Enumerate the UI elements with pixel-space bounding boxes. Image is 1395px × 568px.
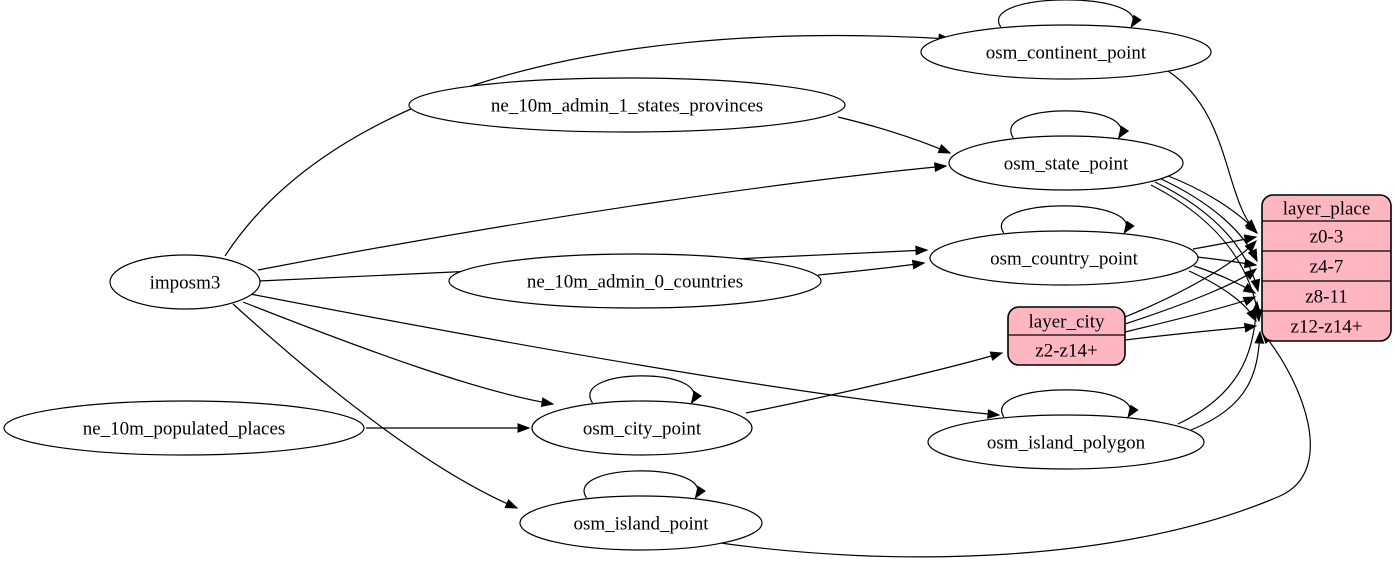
edge-layer_city-layer_place-z0-3	[1124, 239, 1257, 318]
edge-ne_10m_populated_places-osm_city_point	[366, 423, 531, 433]
edge-osm_city_point-osm_city_point	[589, 375, 702, 405]
edge-layer_city-layer_place-z8-11	[1124, 296, 1257, 333]
record-row-z4-7: z4-7	[1310, 257, 1344, 278]
edge-osm_country_point-layer_place-z4-7	[1196, 256, 1258, 269]
node-osm_continent_point: osm_continent_point	[920, 24, 1212, 80]
edge-osm_continent_point-layer_place-z0-3	[1167, 70, 1258, 235]
node-layer_place: layer_place z0-3 z4-7 z8-11 z12-z14+	[1261, 194, 1392, 342]
edge-osm_state_point-layer_place-z8-11	[1154, 181, 1261, 293]
edge-layer_city-layer_place-z12-z14+	[1124, 322, 1258, 341]
edges-layer	[224, 0, 1311, 558]
node-osm_country_point: osm_country_point	[929, 230, 1199, 286]
node-ne_10m_admin_1_states_provinces: ne_10m_admin_1_states_provinces	[408, 77, 846, 133]
edge-imposm3-osm_island_point	[232, 303, 519, 509]
node-osm_island_point: osm_island_point	[519, 495, 763, 551]
edge-osm_state_point-layer_place-z0-3	[1162, 173, 1257, 233]
edge-osm_island_polygon-layer_place-z12-z14+	[1190, 330, 1265, 431]
node-layer_city: layer_city z2-z14+	[1007, 306, 1126, 366]
record-title: layer_city	[1029, 312, 1105, 333]
node-label: osm_state_point	[1004, 154, 1129, 175]
edge-layer_city-layer_place-z4-7	[1124, 268, 1258, 325]
node-ne_10m_admin_0_countries: ne_10m_admin_0_countries	[448, 253, 822, 309]
edge-osm_country_point-layer_place-z0-3	[1192, 234, 1258, 250]
node-label: ne_10m_admin_0_countries	[527, 272, 743, 293]
node-label: imposm3	[150, 273, 221, 294]
record-row-z2-z14+: z2-z14+	[1035, 341, 1097, 362]
nodes-layer: imposm3 ne_10m_admin_1_states_provincesne…	[3, 24, 1392, 551]
record-row-z8-11: z8-11	[1305, 287, 1348, 308]
edge-imposm3-osm_city_point	[242, 301, 555, 407]
edge-ne_10m_admin_1_states_provinces-osm_state_point	[837, 116, 952, 154]
node-osm_city_point: osm_city_point	[531, 400, 753, 456]
node-label: osm_country_point	[990, 249, 1138, 270]
edge-osm_continent_point-osm_continent_point	[997, 0, 1142, 29]
node-label: osm_city_point	[583, 419, 702, 440]
edge-osm_city_point-layer_city-z2-z14+	[745, 351, 1004, 414]
edge-imposm3-osm_state_point	[257, 162, 948, 271]
edge-osm_state_point-osm_state_point	[1010, 110, 1130, 140]
node-ne_10m_populated_places: ne_10m_populated_places	[3, 400, 365, 456]
record-title: layer_place	[1283, 199, 1371, 220]
record-row-z0-3: z0-3	[1310, 227, 1344, 248]
node-label: osm_continent_point	[986, 43, 1147, 64]
node-osm_state_point: osm_state_point	[948, 135, 1184, 191]
edge-imposm3-osm_continent_point	[224, 33, 952, 257]
edge-imposm3-osm_island_polygon	[249, 293, 1001, 419]
edge-osm_island_point-osm_island_point	[583, 470, 706, 500]
node-label: osm_island_polygon	[987, 433, 1146, 454]
node-imposm3: imposm3	[109, 254, 261, 310]
node-osm_island_polygon: osm_island_polygon	[927, 414, 1205, 470]
node-label: ne_10m_populated_places	[83, 419, 286, 440]
edge-osm_island_polygon-layer_place-z8-11	[1177, 300, 1262, 425]
node-label: ne_10m_admin_1_states_provinces	[491, 96, 763, 117]
node-label: osm_island_point	[573, 514, 709, 535]
record-row-z12-z14+: z12-z14+	[1291, 317, 1363, 338]
edge-ne_10m_admin_0_countries-osm_country_point	[817, 259, 926, 276]
edge-osm_country_point-osm_country_point	[1000, 205, 1135, 235]
edge-osm_country_point-layer_place-z8-11	[1193, 265, 1257, 294]
edge-osm_island_polygon-osm_island_polygon	[1001, 389, 1139, 419]
